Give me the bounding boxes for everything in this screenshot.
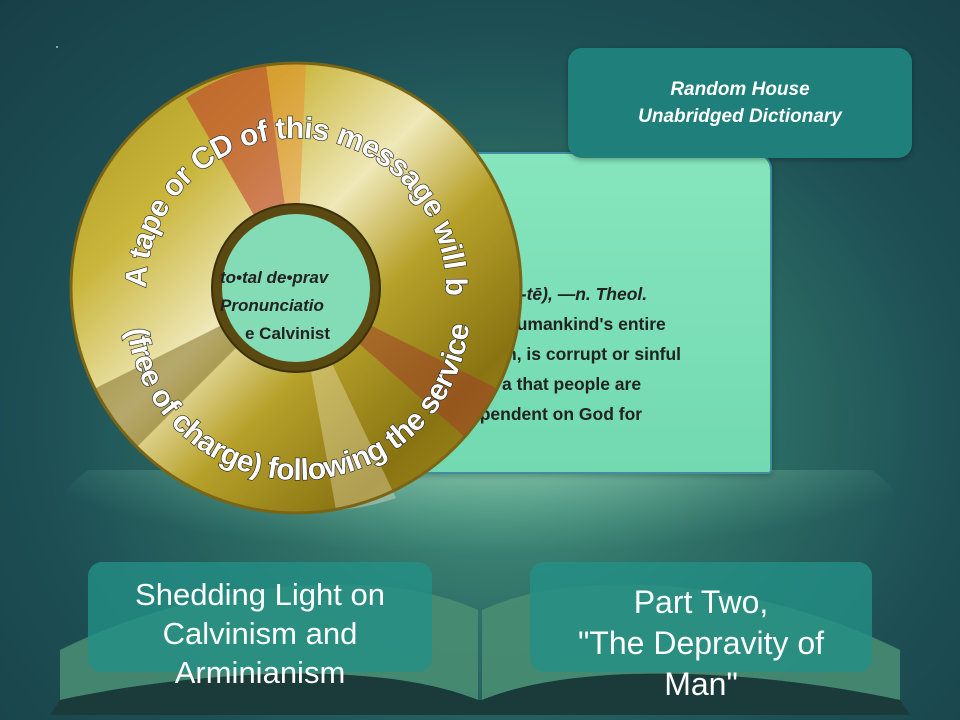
source-line: Unabridged Dictionary	[638, 106, 842, 127]
cd-icon: A tape or CD of this message will be ava…	[66, 58, 523, 515]
part-title: Part Two, "The Depravity of Man"	[530, 582, 872, 705]
series-title-line: Arminianism	[174, 655, 346, 690]
definition-line: n, is corrupt or sinful	[506, 344, 682, 364]
definition-line: a that people are	[502, 374, 642, 394]
definition-pronunciation: Pronunciatio	[220, 296, 324, 315]
source-tag: Random House Unabridged Dictionary	[568, 48, 912, 158]
part-title-line: Man"	[664, 666, 738, 702]
series-title-box	[88, 562, 432, 672]
speck	[56, 46, 58, 48]
definition-line: ependent on God for	[470, 404, 643, 424]
part-title-box	[530, 562, 872, 672]
part-title-line: Part Two,	[633, 584, 769, 620]
series-title-line: Calvinism and	[162, 616, 358, 651]
definition-line: v'i-tē), —n. Theol.	[502, 284, 648, 304]
series-title: Shedding Light on Calvinism and Arminian…	[88, 575, 432, 692]
source-line: Random House	[670, 79, 810, 100]
definition-line: humankind's entire	[506, 314, 666, 334]
definition-line: e Calvinist	[245, 324, 331, 343]
definition-headword: to•tal de•prav	[220, 268, 329, 287]
part-title-line: "The Depravity of	[577, 625, 825, 661]
series-title-line: Shedding Light on	[135, 577, 385, 612]
